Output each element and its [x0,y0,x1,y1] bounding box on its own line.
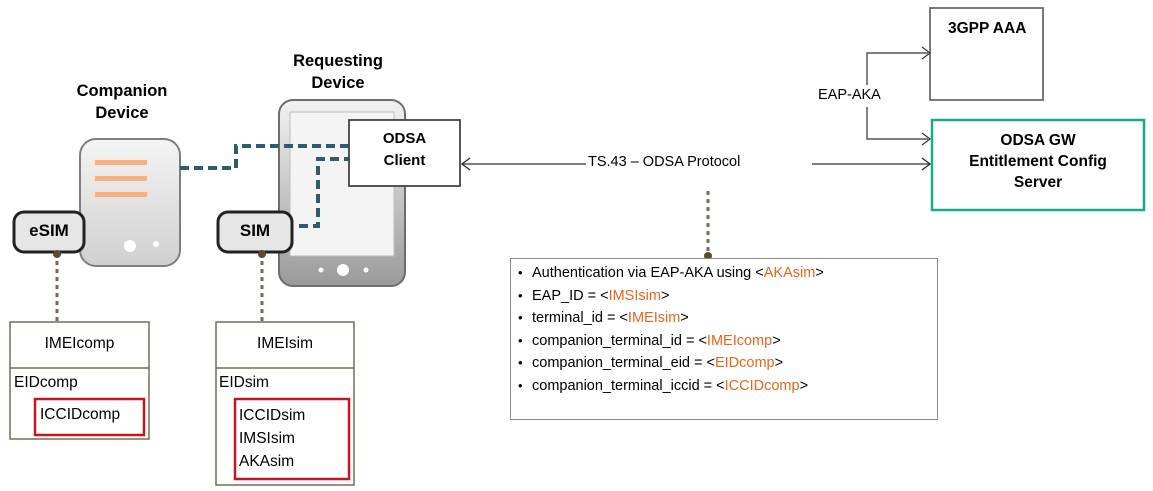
eap-aka-arrows [866,46,931,146]
parameter-list: •Authentication via EAP-AKA using <AKAsi… [510,258,938,420]
list-item: •companion_terminal_iccid = <ICCIDcomp> [518,377,809,394]
companion-device-icon [79,138,181,267]
sim-badge [216,210,294,254]
sim-connectors [53,250,266,322]
companion-title-line2: Device [95,104,149,122]
protocol-label: TS.43 – ODSA Protocol [588,154,741,170]
companion-title-line1: Companion [76,82,168,100]
sim-imsi: IMSIsim [239,430,295,447]
item-value: ICCIDcomp [724,377,800,394]
item-value: EIDcomp [714,355,775,371]
item-value: IMEIsim [627,310,681,326]
item-prefix: EAP_ID = < [532,287,609,304]
item-suffix: > [774,355,784,371]
protocol-arrow [460,157,932,171]
sim-imei: IMEIsim [257,335,313,352]
sim-aka: AKAsim [239,453,295,470]
list-item: •EAP_ID = <IMSIsim> [518,287,670,304]
item-suffix: > [680,310,689,326]
sim-ids-box [215,321,355,486]
gw-line3: Server [1013,174,1063,191]
item-suffix: > [815,265,824,281]
client-line1: ODSA [382,130,427,147]
item-prefix: terminal_id = < [532,310,628,326]
item-suffix: > [772,332,781,349]
esim-label: eSIM [29,221,69,240]
requesting-title-line1: Requesting [293,52,383,70]
item-value: AKAsim [763,265,816,281]
item-prefix: companion_terminal_eid = < [532,355,715,371]
item-prefix: companion_terminal_id = < [532,332,707,349]
sim-credentials: ICCIDsim IMSIsim AKAsim [239,404,305,473]
companion-iccid: ICCIDcomp [40,406,121,423]
list-item: •Authentication via EAP-AKA using <AKAsi… [518,265,824,281]
sim-eid: EIDsim [219,374,269,391]
protocol-bullets-connector [704,191,712,260]
odsa-client-box [348,119,461,187]
gw-line2: Entitlement Config [969,153,1107,170]
requesting-title-line2: Device [311,74,365,92]
item-value: IMSIsim [608,287,661,304]
eap-aka-label: EAP-AKA [818,87,881,103]
companion-ids-box [9,321,150,440]
item-prefix: Authentication via EAP-AKA using < [532,265,764,281]
sim-label: SIM [239,221,271,240]
item-suffix: > [799,377,809,394]
device-client-link [180,144,349,228]
item-prefix: companion_terminal_iccid = < [532,377,725,394]
list-item: •companion_terminal_eid = <EIDcomp> [518,355,784,371]
companion-eid: EIDcomp [14,374,78,391]
odsa-gw-box [930,118,1146,212]
aaa-box [929,7,1044,101]
item-suffix: > [660,287,670,304]
esim-badge [12,210,86,254]
companion-imei: IMEIcomp [44,335,115,352]
list-item: •companion_terminal_id = <IMEIcomp> [518,332,781,349]
companion-device-title: Companion Device [62,80,182,124]
aaa-label: 3GPP AAA [948,20,1027,37]
sim-iccid: ICCIDsim [239,407,306,424]
odsa-gw-label: ODSA GW Entitlement Config Server [932,130,1144,193]
list-item: •terminal_id = <IMEIsim> [518,310,689,326]
requesting-device-title: Requesting Device [278,50,398,94]
gw-line1: ODSA GW [1000,132,1076,149]
item-value: IMEIcomp [706,332,773,349]
client-line2: Client [383,152,426,169]
odsa-client-label: ODSA Client [349,128,460,172]
